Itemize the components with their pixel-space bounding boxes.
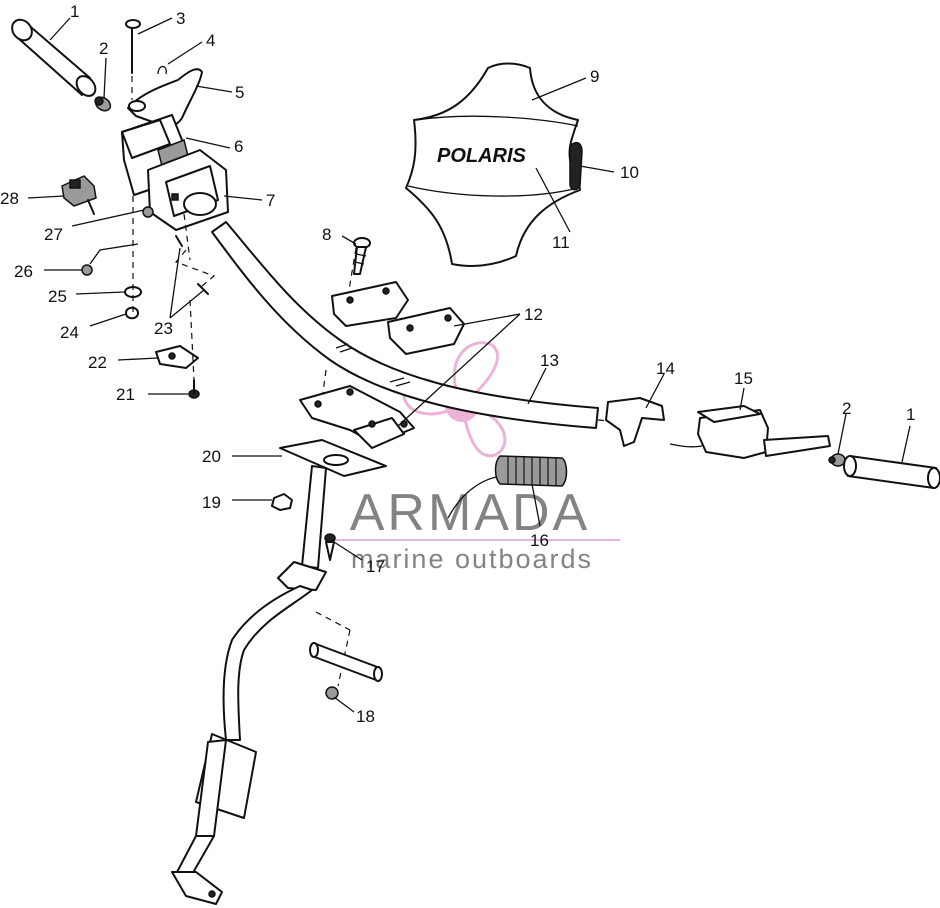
part-brake-lever-bracket bbox=[605, 397, 665, 447]
callout-14: 14 bbox=[656, 359, 675, 378]
callout-8: 8 bbox=[322, 225, 331, 244]
part-bracket-plate bbox=[155, 345, 199, 369]
part-handlebar-knurl bbox=[335, 343, 411, 387]
callout-labels: 1 2 3 4 5 6 7 28 27 26 25 24 23 22 21 8 … bbox=[0, 2, 915, 726]
part-pad-decal: POLARIS bbox=[437, 145, 527, 167]
callout-2-right: 2 bbox=[842, 399, 851, 418]
part-throttle-lever-eye bbox=[128, 100, 146, 112]
callout-19: 19 bbox=[202, 493, 221, 512]
callout-18: 18 bbox=[356, 707, 375, 726]
part-handlebar-pad bbox=[405, 62, 581, 267]
callout-11: 11 bbox=[552, 233, 570, 252]
callout-20: 20 bbox=[202, 447, 221, 466]
callout-9: 9 bbox=[590, 67, 599, 86]
callout-28: 28 bbox=[0, 189, 19, 208]
part-pivot-pin bbox=[125, 19, 141, 74]
leader-lines bbox=[27, 17, 911, 713]
callout-27: 27 bbox=[44, 225, 63, 244]
callout-16: 16 bbox=[530, 531, 549, 550]
callout-15: 15 bbox=[734, 369, 753, 388]
callout-26: 26 bbox=[14, 262, 33, 281]
watermark: ARMADA marine outboards bbox=[330, 341, 620, 574]
part-handlebar bbox=[211, 221, 599, 429]
callout-4: 4 bbox=[206, 31, 215, 50]
part-right-grip bbox=[843, 455, 940, 489]
part-screw-17 bbox=[324, 533, 336, 561]
part-brake-master-cylinder bbox=[669, 405, 831, 459]
callout-1-left: 1 bbox=[70, 2, 79, 21]
watermark-subtitle: marine outboards bbox=[351, 544, 593, 574]
callout-12: 12 bbox=[524, 305, 543, 324]
callout-22: 22 bbox=[88, 353, 107, 372]
part-screw-8 bbox=[353, 237, 371, 275]
callout-13: 13 bbox=[540, 351, 559, 370]
part-steering-post bbox=[171, 439, 387, 905]
callout-17: 17 bbox=[366, 557, 385, 576]
part-retaining-clip bbox=[157, 65, 167, 75]
part-pad-strap bbox=[569, 141, 583, 191]
part-right-bar-end-plug bbox=[828, 453, 846, 467]
callout-1-right: 1 bbox=[906, 405, 915, 424]
callout-5: 5 bbox=[235, 83, 244, 102]
part-nut-26 bbox=[81, 243, 139, 276]
part-upper-clamps bbox=[331, 281, 465, 355]
part-screws-23 bbox=[175, 235, 209, 295]
callout-6: 6 bbox=[234, 137, 243, 156]
part-screw-21 bbox=[188, 379, 200, 399]
part-nut-19 bbox=[271, 493, 293, 511]
watermark-title: ARMADA bbox=[350, 484, 590, 542]
callout-25: 25 bbox=[48, 287, 67, 306]
callout-3: 3 bbox=[176, 9, 185, 28]
part-kill-switch bbox=[61, 175, 97, 215]
part-lower-clamp bbox=[299, 385, 415, 449]
part-bracket-plate-hole bbox=[168, 352, 176, 360]
callout-23: 23 bbox=[154, 319, 173, 338]
part-left-bar-end-plug bbox=[94, 96, 112, 112]
part-clip-24 bbox=[125, 306, 139, 320]
callout-21: 21 bbox=[116, 385, 135, 404]
part-left-grip bbox=[11, 18, 97, 97]
callout-10: 10 bbox=[620, 163, 639, 182]
part-coiled-cable bbox=[447, 455, 568, 519]
callout-2-left: 2 bbox=[99, 39, 108, 58]
callout-7: 7 bbox=[266, 191, 275, 210]
part-tube-and-nut-18 bbox=[309, 642, 383, 700]
part-washer-27 bbox=[142, 206, 154, 218]
callout-24: 24 bbox=[60, 323, 79, 342]
